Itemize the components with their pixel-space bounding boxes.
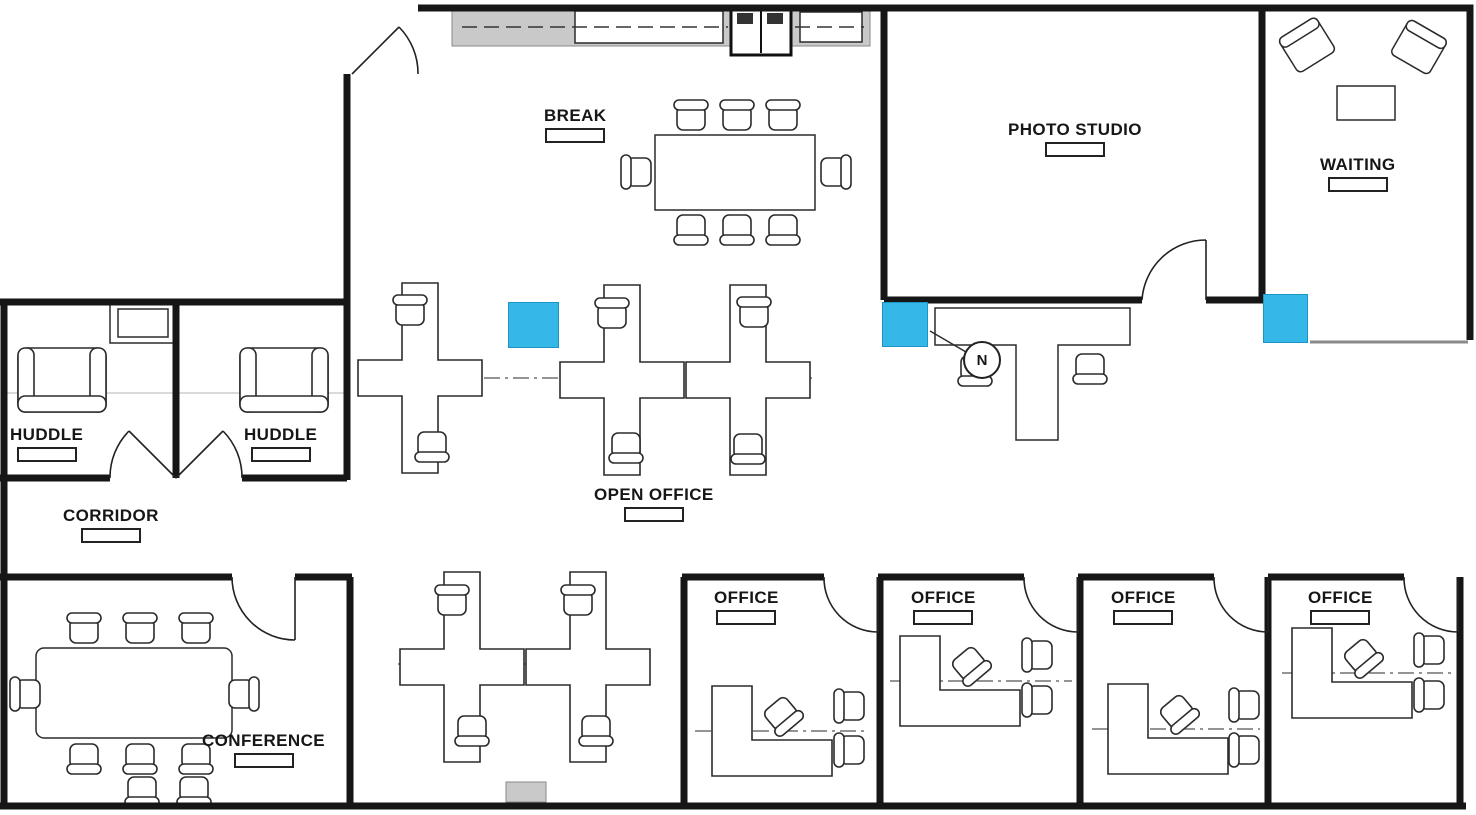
room-tag-box: [623, 507, 684, 522]
room-label-text: BREAK: [544, 106, 607, 125]
north-indicator-letter: N: [976, 351, 988, 369]
room-tag-box: [913, 610, 974, 625]
room-tag-box: [1044, 142, 1105, 157]
room-label-text: OFFICE: [714, 588, 779, 607]
room-tag-box: [250, 447, 311, 462]
reception-desk-group: [929, 307, 1131, 441]
room-label-huddle-left: HUDDLE: [10, 426, 83, 462]
room-label-text: CORRIDOR: [63, 506, 159, 525]
huddle-furniture: [17, 302, 329, 413]
room-label-office-1: OFFICE: [714, 589, 779, 625]
lower-cubicles: [399, 571, 651, 763]
open-office-cubicles: [357, 282, 811, 476]
room-label-conference: CONFERENCE: [202, 732, 325, 768]
highlight-marker-3: [1263, 294, 1308, 343]
room-tag-box: [545, 128, 606, 143]
room-label-corridor: CORRIDOR: [63, 507, 159, 543]
room-tag-box: [716, 610, 777, 625]
break-counter: [451, 6, 871, 57]
room-label-text: OFFICE: [1308, 588, 1373, 607]
waiting-furniture: [1278, 17, 1447, 121]
room-label-text: WAITING: [1320, 155, 1396, 174]
room-label-office-4: OFFICE: [1308, 589, 1373, 625]
room-label-break: BREAK: [544, 107, 606, 143]
room-label-text: OPEN OFFICE: [594, 485, 714, 504]
room-tag-box: [16, 447, 77, 462]
room-tag-box: [1327, 177, 1388, 192]
break-table-group: [620, 99, 852, 246]
room-label-office-3: OFFICE: [1111, 589, 1176, 625]
room-label-waiting: WAITING: [1320, 156, 1396, 192]
room-label-photo-studio: PHOTO STUDIO: [1008, 121, 1142, 157]
room-label-text: OFFICE: [911, 588, 976, 607]
room-label-office-2: OFFICE: [911, 589, 976, 625]
equipment-box: [505, 781, 547, 803]
room-label-open-office: OPEN OFFICE: [594, 486, 714, 522]
room-label-text: HUDDLE: [244, 425, 318, 444]
highlight-marker-2: [882, 302, 928, 347]
doors: [109, 26, 1459, 641]
north-indicator: N: [963, 341, 1001, 379]
walls: [0, 4, 1474, 810]
conference-furniture: [9, 612, 260, 808]
room-label-huddle-right: HUDDLE: [244, 426, 317, 462]
room-tag-box: [233, 753, 294, 768]
room-tag-box: [80, 528, 141, 543]
highlight-marker-1: [508, 302, 559, 348]
room-label-text: OFFICE: [1111, 588, 1176, 607]
room-label-text: PHOTO STUDIO: [1008, 120, 1142, 139]
room-label-text: CONFERENCE: [202, 731, 326, 750]
room-tag-box: [1113, 610, 1174, 625]
room-label-text: HUDDLE: [10, 425, 84, 444]
room-tag-box: [1310, 610, 1371, 625]
